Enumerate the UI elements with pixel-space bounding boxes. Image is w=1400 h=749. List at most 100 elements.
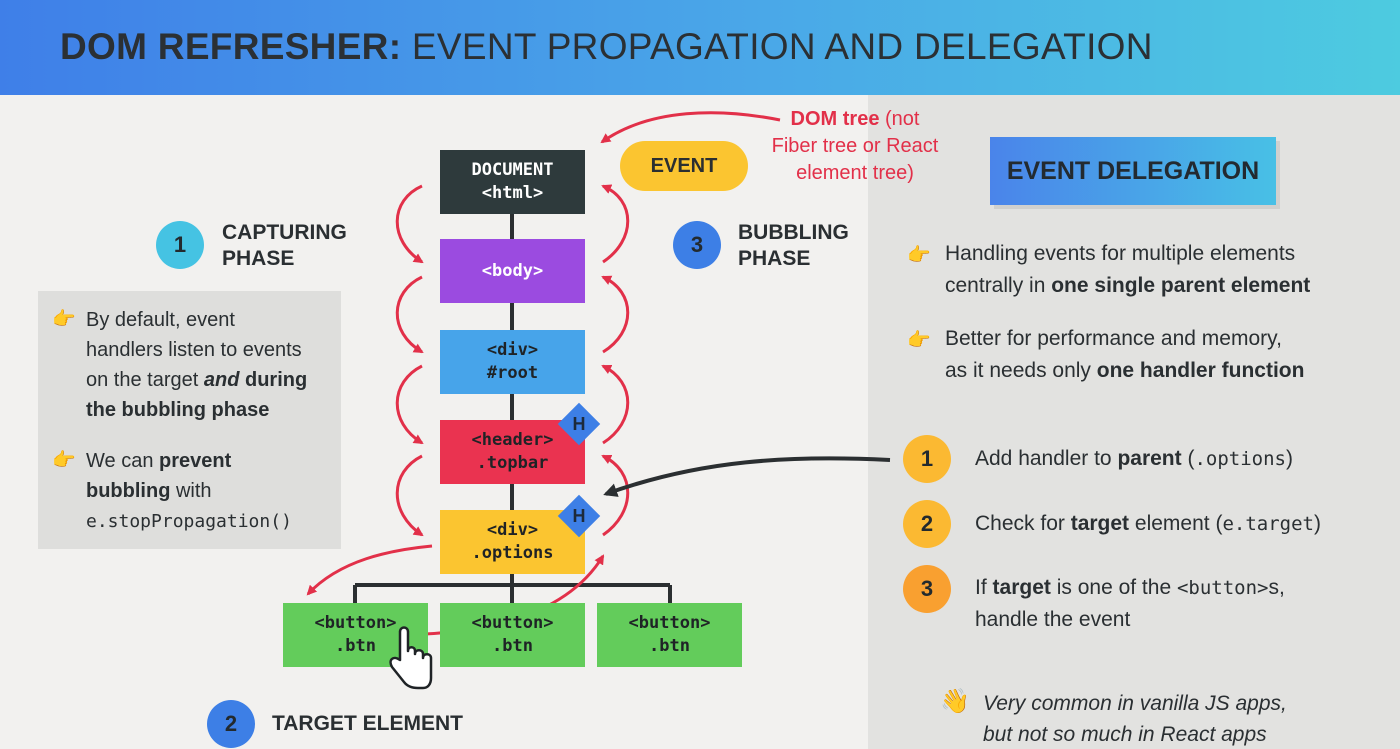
delegation-arrow xyxy=(603,456,891,497)
node-root-line1: <div> xyxy=(486,340,539,360)
event-delegation-title: EVENT DELEGATION xyxy=(990,137,1276,205)
header-banner: DOM REFRESHER: EVENT PROPAGATION AND DEL… xyxy=(0,0,1400,95)
title-rest: EVENT PROPAGATION AND DELEGATION xyxy=(411,26,1153,67)
step-3-text: If target is one of the <button>s, handl… xyxy=(975,572,1285,636)
handler-badge-options-label: H xyxy=(572,505,586,526)
pointing-hand-icon: 👉 xyxy=(907,245,931,266)
dom-tree-note: DOM tree (not Fiber tree or React elemen… xyxy=(755,106,955,187)
node-options-line2: .options xyxy=(471,543,554,563)
step-1-d: ) xyxy=(1285,447,1293,470)
node-button-2-line1: <button> xyxy=(471,613,554,633)
node-header: <header> .topbar xyxy=(440,420,585,484)
left-b2-l2a: bubbling xyxy=(86,480,171,502)
step-1-code: .options xyxy=(1194,448,1286,470)
capturing-line2: PHASE xyxy=(222,247,295,270)
step-2-text: Check for target element (e.target) xyxy=(975,508,1321,540)
ed-b1-l2a: centrally in xyxy=(945,274,1052,297)
step-3-code: <button> xyxy=(1176,577,1269,599)
stop-propagation-code: e.stopPropagation() xyxy=(86,511,292,532)
node-document: DOCUMENT <html> xyxy=(440,150,585,214)
left-b1-l3c: during xyxy=(239,369,308,391)
step-2-number: 2 xyxy=(903,500,951,548)
ed-b1-l2b: one single parent element xyxy=(1051,274,1311,297)
bubbling-line2: PHASE xyxy=(738,247,811,270)
step-3-c: is one of the xyxy=(1050,576,1177,599)
node-body-line1: <body> xyxy=(481,260,544,281)
node-options: <div> .options xyxy=(440,510,585,574)
capturing-line1: CAPTURING xyxy=(222,221,347,244)
propagation-info-box xyxy=(38,291,341,549)
step-1-number: 1 xyxy=(903,435,951,483)
ed-b2-l1: Better for performance and memory, xyxy=(945,327,1282,350)
capturing-phase-label: CAPTURING PHASE xyxy=(222,220,347,272)
pointing-hand-icon: 👉 xyxy=(52,450,76,471)
step-2-code: e.target xyxy=(1222,513,1314,535)
node-button-1-line2: .btn xyxy=(335,636,376,656)
left-b1-l3a: on the target xyxy=(86,369,204,391)
target-phase-number: 2 xyxy=(207,700,255,748)
node-document-line1: DOCUMENT xyxy=(471,160,554,180)
left-b1-l1: By default, event xyxy=(86,309,235,331)
ed-b2-l2b: one handler function xyxy=(1096,359,1305,382)
capturing-arrows xyxy=(306,184,433,596)
dom-note-line2: Fiber tree or React xyxy=(771,135,939,157)
handler-badge-header: H xyxy=(557,402,601,446)
waving-hand-icon: 👋 xyxy=(940,688,970,715)
node-button-2-line2: .btn xyxy=(492,636,533,656)
bubbling-phase-number: 3 xyxy=(673,221,721,269)
step-1-text: Add handler to parent (.options) xyxy=(975,443,1293,475)
step-2-d: ) xyxy=(1313,512,1321,535)
react-usage-note: Very common in vanilla JS apps, but not … xyxy=(983,688,1287,749)
node-button-3-line2: .btn xyxy=(649,636,690,656)
pointing-hand-icon: 👉 xyxy=(52,309,76,330)
target-element-label: TARGET ELEMENT xyxy=(272,712,463,735)
delegation-bullet-2: Better for performance and memory, as it… xyxy=(945,323,1304,387)
dom-note-bold: DOM tree xyxy=(790,108,880,130)
delegation-bullet-1: Handling events for multiple elements ce… xyxy=(945,238,1310,302)
capturing-phase-number: 1 xyxy=(156,221,204,269)
ed-b1-l1: Handling events for multiple elements xyxy=(945,242,1296,265)
event-pill: EVENT xyxy=(620,141,748,191)
left-b1-l4: the bubbling phase xyxy=(86,399,270,421)
page-title: DOM REFRESHER: EVENT PROPAGATION AND DEL… xyxy=(60,26,1153,68)
bubbling-phase-label: BUBBLING PHASE xyxy=(738,220,849,272)
handler-badge-header-label: H xyxy=(572,413,586,434)
step-3-number: 3 xyxy=(903,565,951,613)
step-3-a: If xyxy=(975,576,993,599)
step-1-b: parent xyxy=(1117,447,1182,470)
step-1-a: Add handler to xyxy=(975,447,1118,470)
step-3-b: target xyxy=(992,576,1051,599)
node-root: <div> #root xyxy=(440,330,585,394)
footer-l2: but not so much in React apps xyxy=(983,723,1267,746)
handler-badge-options: H xyxy=(557,494,601,538)
step-3-line2: handle the event xyxy=(975,608,1131,631)
dom-note-arrow xyxy=(600,111,781,144)
node-header-line2: .topbar xyxy=(476,453,549,473)
dom-note-line3: element tree) xyxy=(796,162,914,184)
left-b1-l2: handlers listen to events xyxy=(86,339,302,361)
node-button-1[interactable]: <button> .btn xyxy=(283,603,428,667)
left-b2-l1b: prevent xyxy=(159,450,232,472)
footer-l1: Very common in vanilla JS apps, xyxy=(983,692,1287,715)
dom-note-rest: (not xyxy=(879,108,920,130)
node-body: <body> xyxy=(440,239,585,303)
left-b2-l2b: with xyxy=(170,480,212,502)
node-button-3[interactable]: <button> .btn xyxy=(597,603,742,667)
node-button-2[interactable]: <button> .btn xyxy=(440,603,585,667)
default-listening-note: By default, event handlers listen to eve… xyxy=(86,305,307,425)
node-header-line1: <header> xyxy=(471,430,554,450)
step-1-c: ( xyxy=(1181,447,1195,470)
title-bold: DOM REFRESHER: xyxy=(60,26,402,67)
step-3-d: s, xyxy=(1268,576,1285,599)
prevent-bubbling-note: We can prevent bubbling with e.stopPropa… xyxy=(86,446,292,537)
node-document-line2: <html> xyxy=(481,183,544,203)
bubbling-line1: BUBBLING xyxy=(738,221,849,244)
step-2-a: Check for xyxy=(975,512,1071,535)
left-b2-l1a: We can xyxy=(86,450,159,472)
step-2-c: element ( xyxy=(1129,512,1223,535)
node-root-line2: #root xyxy=(486,363,539,383)
pointing-hand-icon: 👉 xyxy=(907,330,931,351)
node-button-1-line1: <button> xyxy=(314,613,397,633)
step-2-b: target xyxy=(1070,512,1130,535)
node-options-line1: <div> xyxy=(486,520,539,540)
